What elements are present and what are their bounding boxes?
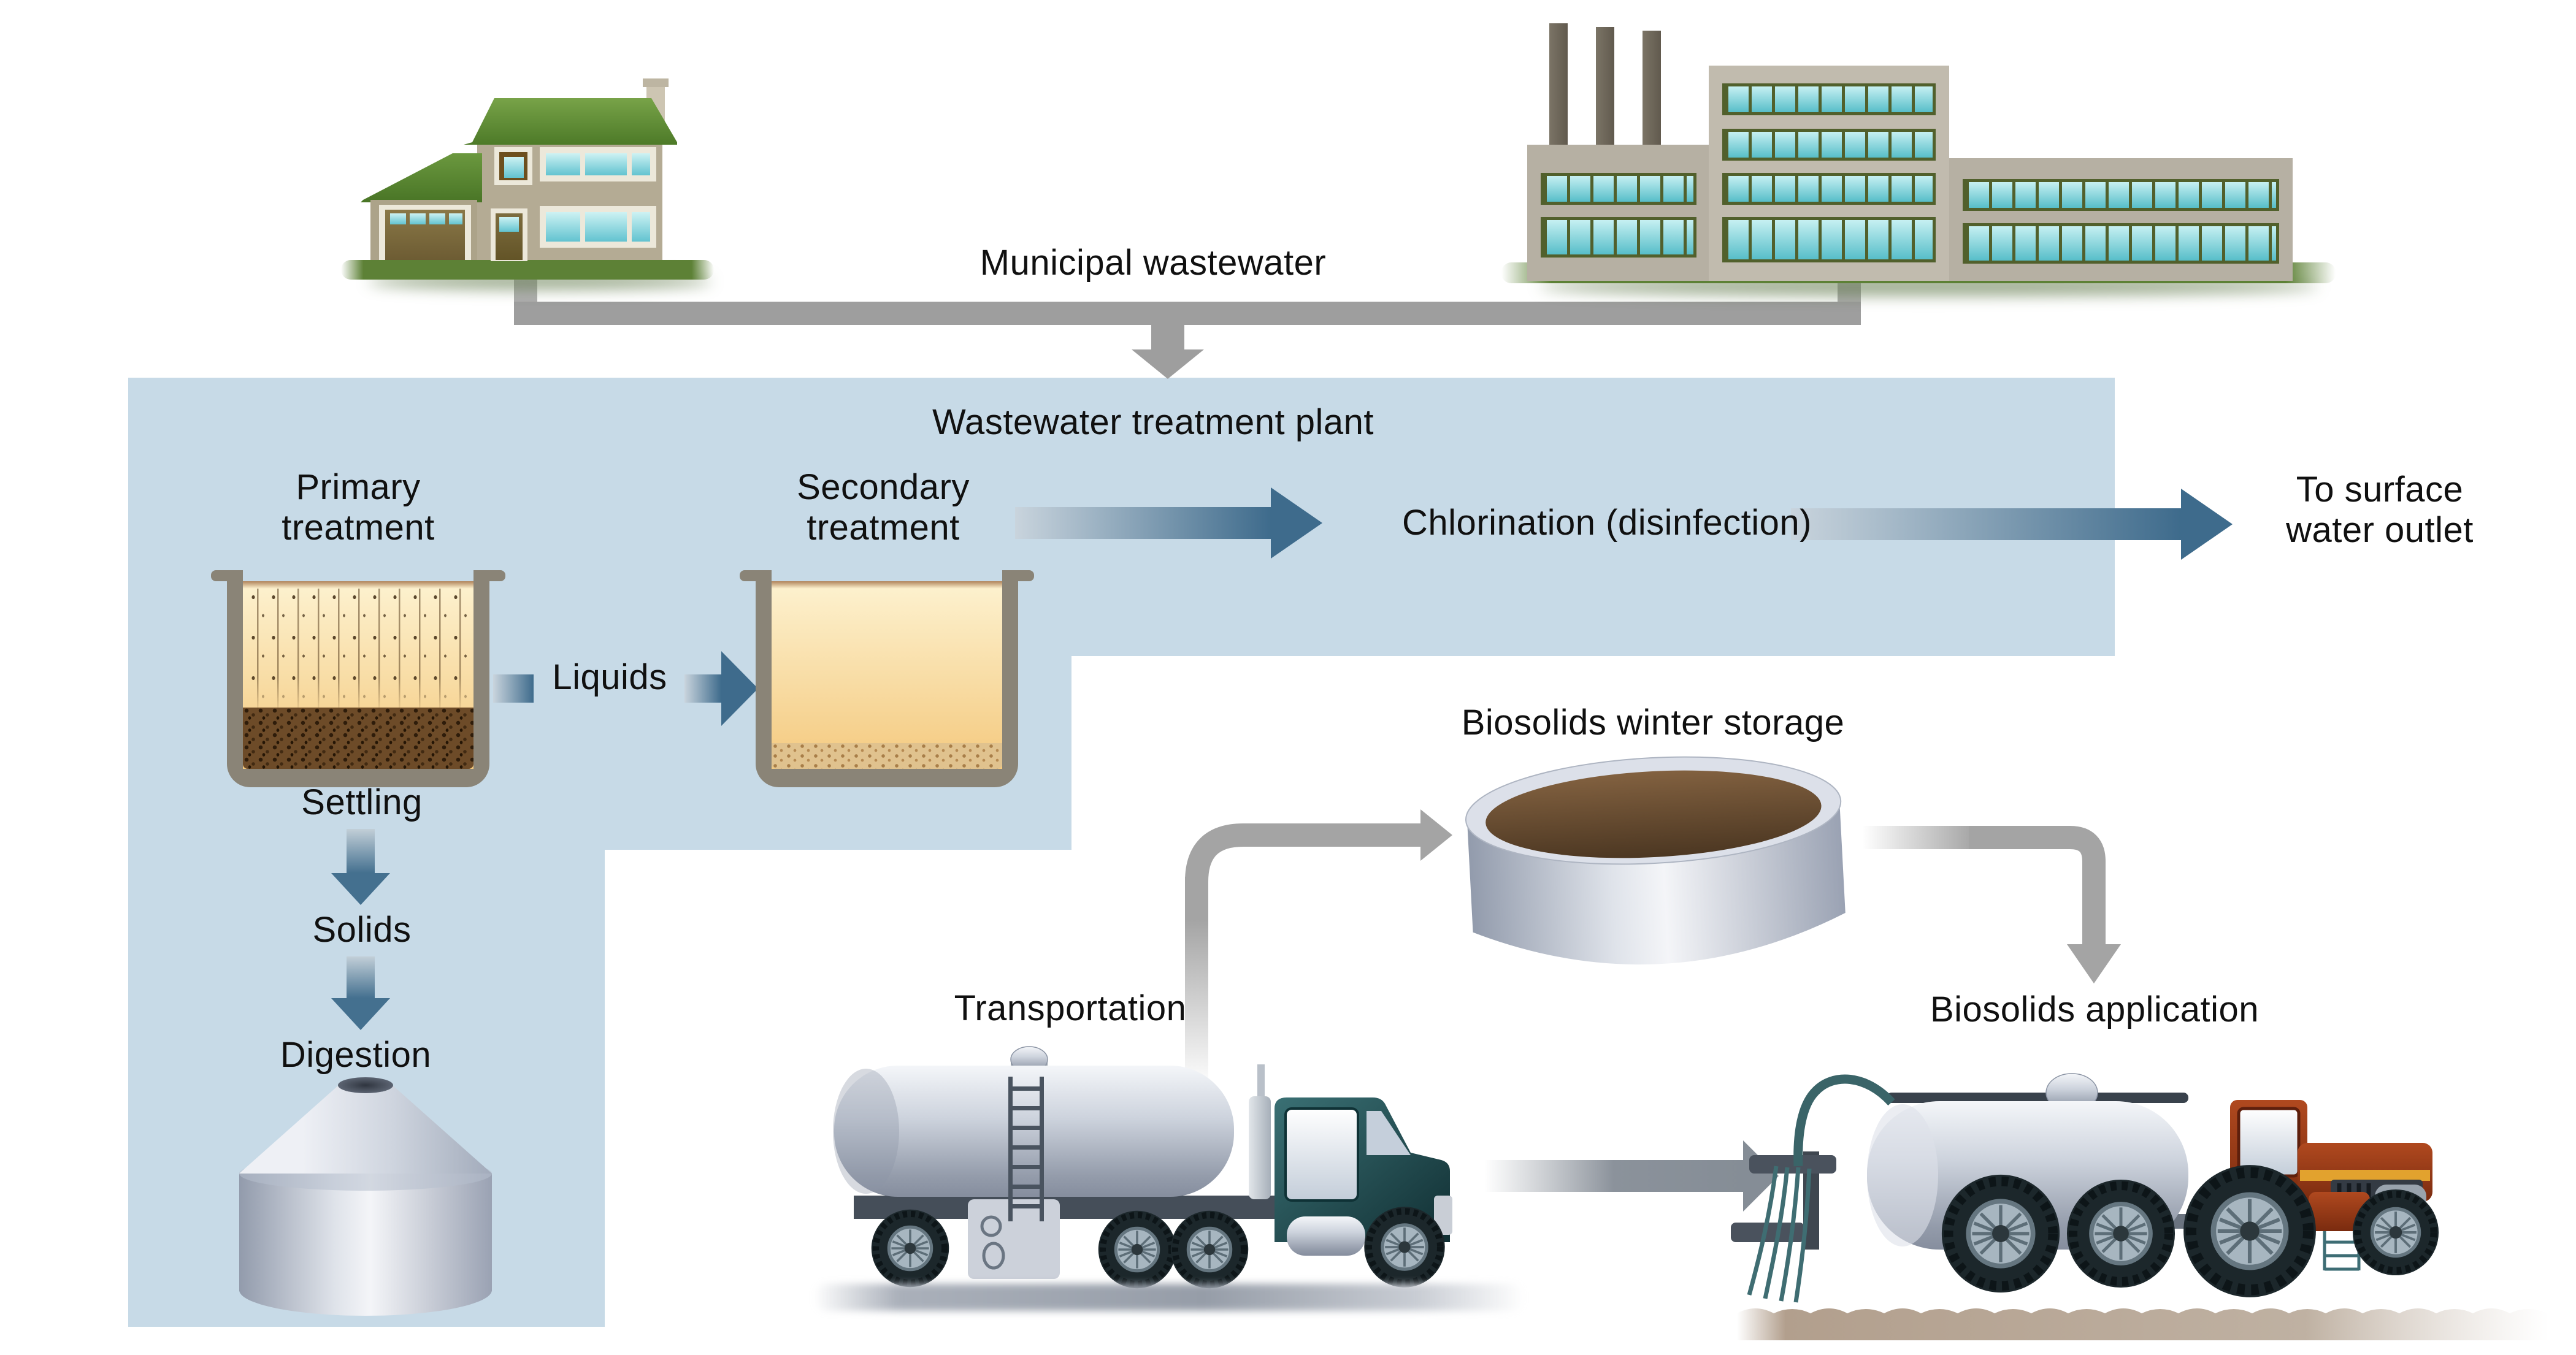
application-label: Biosolids application bbox=[1930, 990, 2260, 1029]
digester-tank-icon bbox=[239, 1077, 492, 1316]
outlet-arrow-icon bbox=[1791, 489, 2233, 560]
solids-arrow-icon bbox=[331, 956, 390, 1030]
winter-storage-label: Biosolids winter storage bbox=[1461, 703, 1845, 742]
plant-title-label: Wastewater treatment plant bbox=[932, 402, 1374, 442]
liquids-arrow-icon bbox=[493, 651, 758, 726]
surface-outlet-label: To surface water outlet bbox=[2286, 470, 2474, 550]
secondary-sediment bbox=[772, 743, 1002, 769]
elbow-pipe-down-icon bbox=[1862, 826, 2121, 983]
factory-chimney-icon bbox=[1596, 27, 1614, 146]
biosolids-applicator-tractor-icon bbox=[1731, 1073, 2439, 1303]
winter-storage-tank-icon bbox=[1465, 756, 1846, 965]
truck-ground-shadow bbox=[813, 1284, 1525, 1311]
injector-icon bbox=[1731, 1151, 1836, 1303]
tanker-ladder-icon bbox=[1008, 1077, 1044, 1221]
primary-treatment-label: Primary treatment bbox=[282, 467, 435, 548]
factory-chimney-icon bbox=[1643, 31, 1661, 146]
secondary-treatment-label: Secondary treatment bbox=[797, 467, 970, 548]
soil-strip bbox=[1737, 1308, 2547, 1340]
settling-particles bbox=[248, 589, 469, 715]
tanker-truck-icon bbox=[833, 1046, 1452, 1288]
settling-label: Settling bbox=[301, 782, 423, 822]
factory-chimney-icon bbox=[1549, 23, 1568, 146]
down-arrow-icon bbox=[1132, 324, 1204, 379]
municipal-wastewater-label: Municipal wastewater bbox=[979, 243, 1327, 283]
elbow-pipe-icon bbox=[1185, 809, 1452, 1085]
factory-left-wing bbox=[1527, 145, 1709, 281]
house-roof-icon bbox=[464, 98, 677, 145]
primary-sediment bbox=[243, 708, 473, 769]
solids-label: Solids bbox=[312, 910, 412, 950]
settling-arrow-icon bbox=[331, 829, 390, 905]
transportation-label: Transportation bbox=[954, 988, 1187, 1028]
house-grass bbox=[341, 260, 714, 280]
digestion-label: Digestion bbox=[280, 1035, 432, 1075]
right-arrow-gray-icon bbox=[1484, 1140, 1779, 1212]
liquids-label: Liquids bbox=[552, 657, 667, 697]
chlorination-arrow-icon bbox=[1015, 487, 1322, 559]
chlorination-label: Chlorination (disinfection) bbox=[1402, 503, 1812, 543]
